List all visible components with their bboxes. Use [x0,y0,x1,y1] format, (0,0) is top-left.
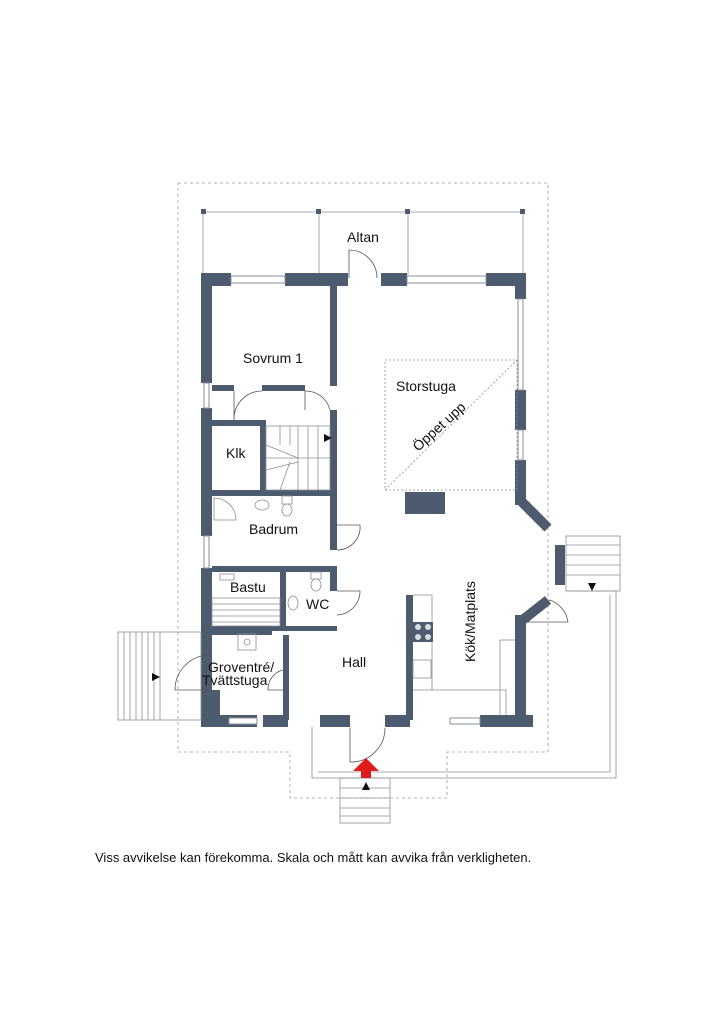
label-tvattstuga: Tvättstuga [202,672,268,688]
label-sovrum1: Sovrum 1 [243,350,303,366]
stair-arrow-icon [324,434,332,442]
label-hall: Hall [342,654,366,670]
left-entry-arrow-icon [152,673,160,681]
windows [203,275,524,725]
altan-deck [202,211,524,275]
label-klk: Klk [226,445,246,461]
stove-icon [413,622,433,642]
exterior-walls [201,273,533,727]
outline-dashed [177,182,549,799]
interior-walls [212,286,413,720]
label-wc: WC [306,596,329,612]
label-altan: Altan [347,229,379,245]
open-above-area [384,359,518,491]
label-badrum: Badrum [249,521,298,537]
label-kok: Kök/Matplats [462,581,478,662]
front-steps [339,777,391,824]
front-arrow-small-icon [362,782,370,790]
bathroom-fixtures [213,495,322,651]
doors [174,249,569,763]
altan-posts [201,209,525,214]
label-groventre: Groventré/ [208,659,274,675]
label-storstuga: Storstuga [396,378,456,394]
stairs [265,425,331,491]
fireplace [405,492,445,514]
bay-walls [516,496,565,626]
bastu-benches [211,573,281,627]
terrace-arrow-icon [588,583,596,591]
entrance-arrow-icon [353,758,379,778]
kitchen-counters [412,594,515,715]
left-porch [117,631,202,721]
label-bastu: Bastu [230,579,266,595]
label-oppet-upp: Öppet upp [409,398,469,455]
disclaimer-text: Viss avvikelse kan förekomma. Skala och … [95,850,532,865]
